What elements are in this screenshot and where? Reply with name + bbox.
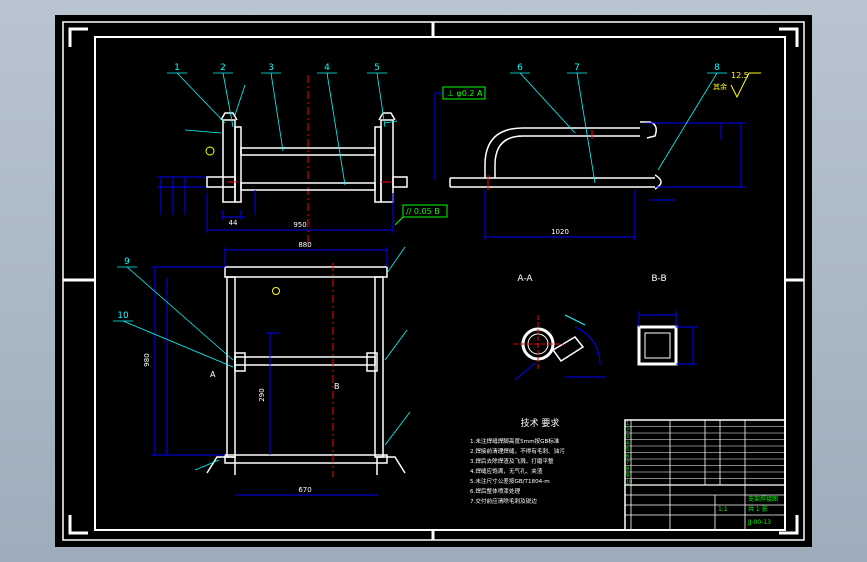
callout-9: 9 bbox=[124, 257, 130, 267]
plan-view: 9 10 A B 880 670 980 290 bbox=[113, 241, 411, 496]
parts-list-number: 5 bbox=[626, 447, 629, 453]
callout-2: 2 bbox=[220, 63, 226, 73]
dim-plan-inner: 290 bbox=[258, 388, 266, 401]
section-a-label: A-A bbox=[517, 274, 533, 284]
drawing-scale: 1:1 bbox=[718, 506, 728, 513]
parts-list-number: 2 bbox=[626, 428, 629, 434]
dim-plan-width: 880 bbox=[298, 241, 311, 249]
tech-req-title: 技术 要求 bbox=[521, 417, 560, 429]
parts-list-number: 4 bbox=[626, 441, 629, 447]
callout-7: 7 bbox=[574, 63, 580, 73]
drawing-name: 支架焊接图 bbox=[748, 495, 778, 503]
dim-side-length: 1020 bbox=[551, 228, 569, 236]
dim-left-small: 44 bbox=[229, 219, 238, 227]
dim-front-overall: 950 bbox=[293, 221, 306, 229]
drawing-code: JJ-00-13 bbox=[747, 519, 771, 526]
parts-list-number: 1 bbox=[626, 421, 629, 427]
front-view: 1 2 3 4 5 950 44 bbox=[157, 63, 408, 247]
section-b-label: B-B bbox=[651, 274, 666, 284]
svg-text:12.5: 12.5 bbox=[731, 71, 749, 80]
side-view: ⊥ φ0.2 A // 0.05 B 6 7 8 1020 12.5 其余 bbox=[394, 63, 761, 240]
parts-list-number: 6 bbox=[626, 454, 629, 460]
parts-list-number: 7 bbox=[626, 460, 629, 466]
section-mark-b: B bbox=[334, 382, 340, 391]
parallelism-frame: // 0.05 B bbox=[406, 207, 440, 216]
tech-req-line: 6.焊后整体喷漆处理 bbox=[470, 487, 520, 495]
section-a-a: A-A bbox=[513, 274, 605, 381]
parts-list-number: 8 bbox=[626, 467, 629, 473]
svg-text:其余: 其余 bbox=[713, 82, 727, 91]
drawing-sheet-count: 共 1 张 bbox=[748, 505, 768, 513]
tech-req-line: 2.焊接前清理焊缝，不得有毛刺、油污 bbox=[470, 447, 565, 455]
callout-1: 1 bbox=[174, 63, 180, 73]
dim-plan-bottom: 670 bbox=[298, 486, 311, 494]
callout-5: 5 bbox=[374, 63, 380, 73]
parts-list-number: 10 bbox=[626, 480, 632, 486]
callout-4: 4 bbox=[324, 63, 330, 73]
dim-plan-height: 980 bbox=[143, 353, 151, 366]
tech-req-line: 4.焊缝应饱满，无气孔、夹渣 bbox=[470, 467, 543, 475]
callout-10: 10 bbox=[117, 311, 129, 321]
section-b-b: B-B bbox=[637, 274, 697, 366]
callout-8: 8 bbox=[714, 63, 720, 73]
callout-3: 3 bbox=[268, 63, 274, 73]
tech-req-line: 5.未注尺寸公差按GB/T1804-m bbox=[470, 477, 550, 485]
callout-6: 6 bbox=[517, 63, 523, 73]
perpendicularity-frame: ⊥ φ0.2 A bbox=[447, 89, 483, 98]
parts-list-number: 9 bbox=[626, 473, 629, 479]
drawing-sheet: 1 2 3 4 5 950 44 bbox=[55, 15, 812, 547]
tech-req-line: 1.未注焊缝焊脚高度5mm按GB标准 bbox=[470, 437, 560, 445]
sheet-frame bbox=[62, 21, 805, 541]
parts-list-number: 3 bbox=[626, 434, 629, 440]
cad-drawing: 1 2 3 4 5 950 44 bbox=[62, 21, 805, 541]
tech-req-line: 7.交付前应清除毛刺及锐边 bbox=[470, 497, 537, 505]
technical-requirements: 技术 要求 1.未注焊缝焊脚高度5mm按GB标准 2.焊接前清理焊缝，不得有毛刺… bbox=[470, 417, 565, 505]
roughness-symbol: 12.5 其余 bbox=[713, 71, 761, 99]
section-mark-a: A bbox=[210, 370, 216, 379]
tech-req-line: 3.焊后去除焊渣及飞溅，打磨平整 bbox=[470, 457, 554, 465]
